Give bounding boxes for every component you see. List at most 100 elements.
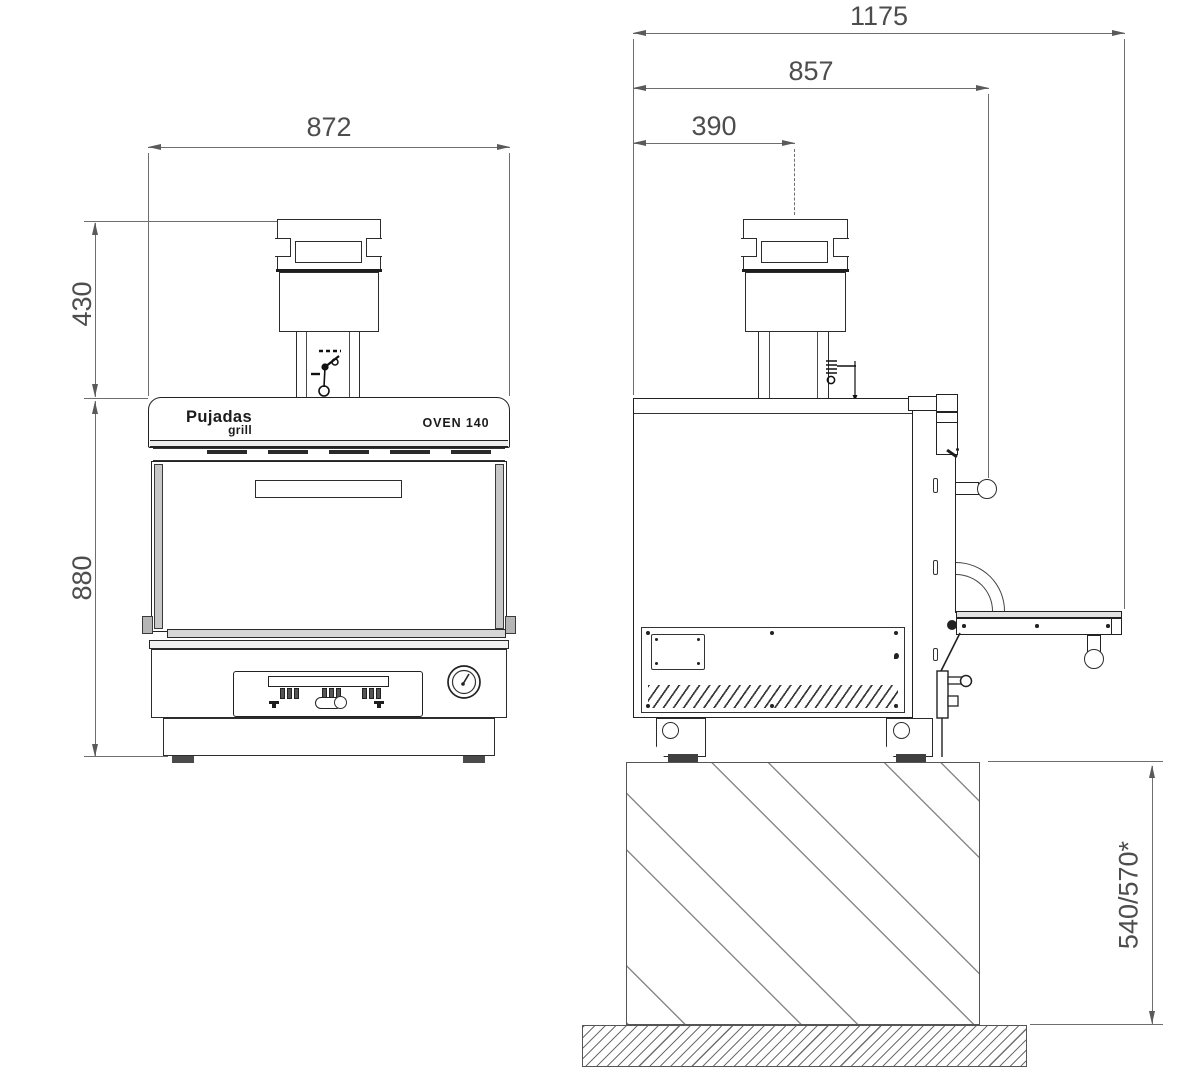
foot-pad-left (668, 754, 698, 762)
door-vent-slot (255, 480, 402, 498)
flue-sensor-icon (826, 360, 858, 401)
dim-872-ext-right (509, 153, 510, 396)
panel-screw-icon (269, 701, 279, 704)
door-hinge-left (142, 616, 153, 634)
side-shelf-top (956, 611, 1122, 618)
stand (626, 762, 980, 1025)
dim-857-line (633, 88, 989, 89)
foot-pad-right (896, 754, 926, 762)
dim-857-label: 857 (788, 56, 834, 86)
panel-screw (770, 631, 774, 635)
hinge-strip-mark (390, 450, 430, 454)
dim-540-570-ext-top (988, 761, 1163, 762)
dim-880-ext-bottom (84, 756, 168, 757)
dim-430-label: 430 (67, 281, 97, 327)
fascia-bottom-band (150, 440, 508, 447)
side-chimney-cap-slot (761, 241, 828, 263)
floor (582, 1025, 1027, 1067)
door-latch-box (936, 394, 958, 412)
control-panel-bar (268, 676, 389, 687)
dim-1175-arrow-left (633, 29, 646, 36)
side-shelf-body (956, 618, 1122, 635)
door-slot-mark (933, 560, 938, 575)
side-chimney-damper-box (745, 272, 846, 332)
hinge-strip-mark (451, 450, 491, 454)
door-handle-stem (956, 482, 979, 495)
side-chimney-cap-notch-right (833, 238, 849, 257)
dim-880-line (95, 401, 96, 757)
door-frame-left (154, 464, 163, 629)
dim-430-line (95, 223, 96, 397)
chimney-cap-slot (295, 241, 362, 263)
shelf-screw (1106, 624, 1110, 628)
side-chimney-divider (742, 269, 849, 272)
door-slot-mark (933, 478, 938, 493)
dim-430-arrow-top (92, 222, 98, 235)
drain-mark (894, 653, 899, 659)
foot-wheel-left (662, 722, 679, 739)
front-fascia (148, 397, 510, 448)
pressure-gauge-icon (447, 665, 481, 699)
dim-1175-label: 1175 (849, 1, 909, 31)
control-knob (362, 688, 367, 699)
shelf-leg-foot (1084, 649, 1104, 669)
door-rail-upper (167, 629, 506, 638)
latch-hook-dot (956, 448, 959, 451)
door-latch-box-top (908, 396, 939, 411)
door-handle (977, 479, 997, 499)
dim-857-ext-right (988, 94, 989, 478)
plate-screw (697, 638, 700, 641)
dim-540-570-arrow-top (1149, 765, 1155, 778)
hinge-strip-mark (329, 450, 369, 454)
hinge-strip-mark (207, 450, 247, 454)
panel-screw-icon (272, 704, 276, 708)
dim-880-arrow-bottom (92, 744, 98, 757)
dim-390-arrow-left (633, 139, 646, 146)
panel-screw-icon (377, 704, 381, 708)
door-lower-bracket (936, 632, 973, 757)
dim-880-arrow-top (92, 401, 98, 414)
flue-pipe-outer (296, 332, 360, 398)
flue-pipe-inner (306, 332, 350, 398)
control-handle-knob (334, 696, 347, 709)
dim-390-ext-dashed (794, 149, 795, 215)
side-shelf-endcap (1111, 619, 1112, 634)
brand-logo: Pujadas grill (186, 408, 253, 437)
panel-screw-icon (374, 701, 384, 704)
vent-grille (648, 685, 898, 708)
dim-872-arrow-left (148, 143, 161, 150)
plate-screw (697, 662, 700, 665)
control-knob (294, 688, 299, 699)
dim-390-label: 390 (691, 111, 737, 141)
dim-1175-arrow-right (1112, 29, 1125, 36)
dim-872-arrow-right (497, 143, 510, 150)
door-rail-lower (149, 640, 509, 649)
dim-1175-ext-left (633, 39, 634, 395)
dim-1175-line (633, 33, 1125, 34)
dim-430-ext-mid (84, 398, 148, 399)
brand-name: Pujadas (186, 408, 253, 426)
foot-wheel-right (893, 722, 910, 739)
chimney-divider (276, 269, 382, 272)
dim-540-570-arrow-bottom (1149, 1011, 1155, 1024)
side-flue-pipe-inner (769, 332, 818, 398)
control-knob (376, 688, 381, 699)
door-hinge-right (505, 616, 516, 634)
dim-430-arrow-bottom (92, 384, 98, 397)
foot-left (172, 756, 194, 763)
dim-390-arrow-right (782, 139, 795, 146)
door-slot-mark (933, 648, 938, 661)
dim-430-ext-top (84, 221, 277, 222)
panel-screw (894, 631, 898, 635)
control-knob (369, 688, 374, 699)
dim-872-label: 872 (306, 112, 352, 142)
panel-screw (646, 631, 650, 635)
chimney-cap-notch-right (366, 238, 382, 257)
model-label: OVEN 140 (422, 416, 490, 430)
door-latch-divider (937, 422, 957, 423)
dim-390-line (633, 143, 795, 144)
shelf-screw (962, 624, 966, 628)
hinge-strip-mark (268, 450, 308, 454)
control-knob (287, 688, 292, 699)
